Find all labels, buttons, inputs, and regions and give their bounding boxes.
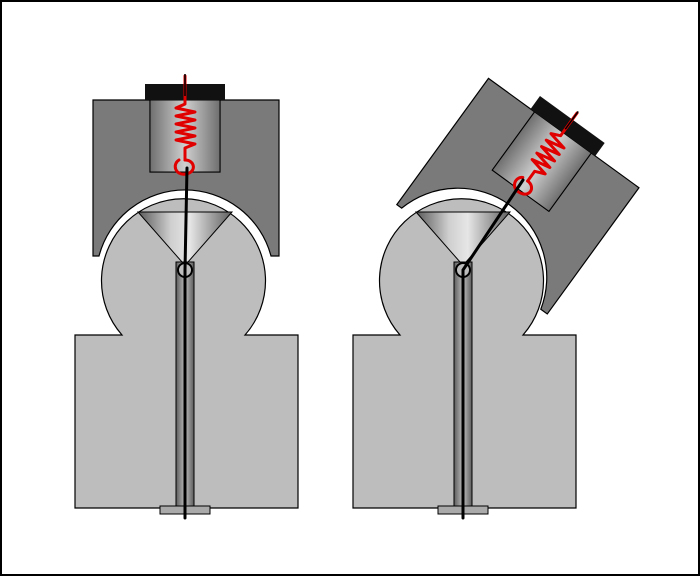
- left-cable: [183, 166, 189, 520]
- right-cap-body: [395, 77, 640, 315]
- right-spring-anchor: [564, 110, 579, 130]
- right-assembly: [352, 77, 640, 520]
- left-assembly: [74, 74, 299, 520]
- right-coil-spring: [513, 111, 579, 196]
- right-funnel-socket: [414, 211, 512, 263]
- right-cable: [461, 178, 525, 520]
